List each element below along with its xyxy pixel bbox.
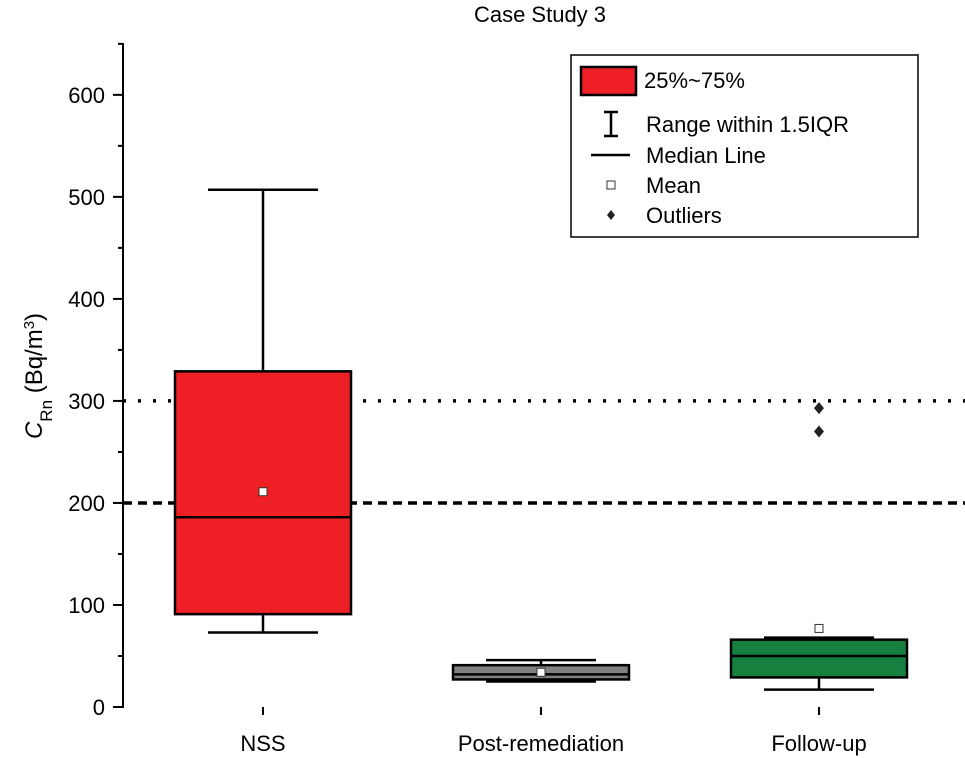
legend-label-range-within-1-5iqr: Range within 1.5IQR (646, 112, 849, 137)
y-tick-label-300: 300 (68, 389, 105, 414)
y-axis-label-subscript: Rn (37, 400, 56, 422)
y-axis-label: CRn (Bq/m3) (21, 313, 56, 439)
x-tick-label-post-remediation: Post-remediation (458, 731, 624, 756)
legend-label-outliers: Outliers (646, 203, 722, 228)
y-axis-label-unit: (Bq/m (21, 329, 48, 400)
legend-label-25-75: 25%~75% (644, 68, 745, 93)
chart-title: Case Study 3 (474, 2, 606, 27)
legend: 25%~75% Range within 1.5IQR Median LineMea… (570, 54, 919, 238)
legend-label-median-line: Median Line (646, 143, 766, 168)
y-tick-label-500: 500 (68, 185, 105, 210)
y-axis-label-symbol: C (21, 421, 48, 439)
legend-label-mean: Mean (646, 173, 701, 198)
post-remediation-mean-marker (536, 667, 546, 677)
x-tick-label-follow-up: Follow-up (771, 731, 866, 756)
follow-up-outlier-2 (814, 402, 824, 415)
y-tick-label-400: 400 (68, 287, 105, 312)
legend-mean-marker (606, 180, 616, 190)
legend-whisker-symbol (604, 110, 618, 138)
y-tick-label-600: 600 (68, 83, 105, 108)
x-tick-label-nss: NSS (240, 731, 285, 756)
follow-up-outlier-1 (814, 425, 824, 438)
y-tick-label-0: 0 (93, 695, 105, 720)
follow-up-mean-marker (814, 623, 824, 633)
legend-box-swatch (579, 65, 638, 97)
y-axis-label-unit-close: ) (21, 313, 48, 321)
y-axis-label-unit-superscript: 3 (21, 321, 38, 329)
follow-up-box (729, 638, 909, 679)
y-tick-label-200: 200 (68, 491, 105, 516)
y-tick-label-100: 100 (68, 593, 105, 618)
legend-outlier-marker (607, 210, 615, 220)
nss-mean-marker (258, 487, 268, 497)
